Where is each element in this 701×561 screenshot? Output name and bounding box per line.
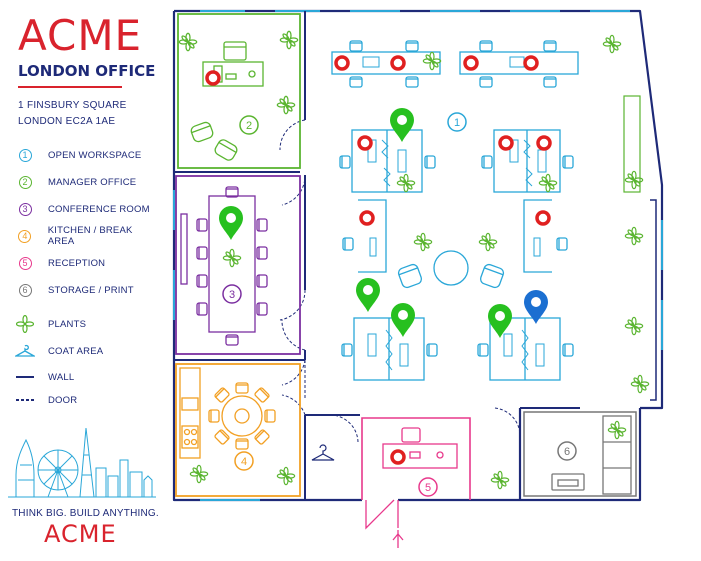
legend-label: COAT AREA bbox=[48, 345, 104, 357]
legend-item-reception[interactable]: 5 RECEPTION bbox=[14, 253, 105, 273]
coat-hanger-icon bbox=[14, 341, 36, 361]
london-skyline-illustration bbox=[8, 427, 156, 498]
desk-monitors bbox=[362, 56, 547, 371]
manager-office-room bbox=[177, 13, 301, 169]
available-pin[interactable] bbox=[488, 304, 512, 338]
kitchen-furniture bbox=[179, 367, 276, 459]
room-label-3: 3 bbox=[222, 284, 242, 304]
legend-label: WALL bbox=[48, 371, 75, 383]
manager-office-furniture bbox=[178, 30, 299, 161]
legend-item-open-workspace[interactable]: 1 OPEN WORKSPACE bbox=[14, 145, 141, 165]
room-number-badge: 1 bbox=[18, 148, 32, 162]
wall-line-icon bbox=[14, 367, 36, 387]
available-seat-pins bbox=[219, 108, 512, 338]
legend-item-manager-office[interactable]: 2 MANAGER OFFICE bbox=[14, 172, 136, 192]
outer-walls bbox=[172, 9, 664, 502]
room-label-5: 5 bbox=[418, 477, 438, 497]
conference-furniture bbox=[180, 186, 268, 346]
occupied-marker[interactable] bbox=[498, 135, 514, 151]
svg-text:1: 1 bbox=[454, 117, 460, 129]
legend-item-kitchen[interactable]: 4 KITCHEN / BREAK AREA bbox=[14, 225, 160, 247]
address-line-2: LONDON EC2A 1AE bbox=[18, 116, 116, 127]
occupied-seat-markers bbox=[205, 55, 552, 465]
available-pin[interactable] bbox=[356, 278, 380, 312]
door-dash-icon bbox=[14, 390, 36, 410]
reception-room bbox=[361, 417, 471, 500]
legend-item-wall: WALL bbox=[14, 367, 74, 387]
office-title: LONDON OFFICE bbox=[18, 62, 156, 80]
sidebar: ACME LONDON OFFICE 1 FINSBURY SQUARE LON… bbox=[0, 0, 160, 561]
title-divider bbox=[18, 86, 122, 88]
occupied-marker[interactable] bbox=[463, 55, 479, 71]
svg-text:2: 2 bbox=[246, 120, 252, 132]
legend-label: PLANTS bbox=[48, 318, 87, 330]
coat-hanger-icon bbox=[311, 444, 335, 461]
legend-label: OPEN WORKSPACE bbox=[48, 149, 142, 161]
kitchen-room bbox=[175, 363, 301, 497]
legend-label: KITCHEN / BREAK AREA bbox=[47, 225, 133, 247]
reception-furniture bbox=[365, 427, 458, 548]
selected-seat-pin[interactable] bbox=[524, 290, 548, 324]
legend-label: DOOR bbox=[48, 394, 78, 406]
occupied-marker[interactable] bbox=[535, 210, 551, 226]
door-swings bbox=[279, 119, 521, 443]
storage-furniture bbox=[551, 415, 632, 495]
brand-logo: ACME bbox=[18, 11, 143, 60]
legend-item-door: DOOR bbox=[14, 390, 77, 410]
occupied-marker[interactable] bbox=[334, 55, 350, 71]
workspace-plants bbox=[396, 34, 650, 394]
occupied-marker[interactable] bbox=[205, 70, 221, 86]
svg-text:6: 6 bbox=[564, 446, 570, 458]
occupied-marker[interactable] bbox=[390, 55, 406, 71]
footer-brand-logo: ACME bbox=[44, 520, 117, 548]
address-line-1: 1 FINSBURY SQUARE bbox=[18, 100, 127, 111]
room-number-badge: 3 bbox=[18, 202, 32, 216]
occupied-marker[interactable] bbox=[359, 210, 375, 226]
tagline: THINK BIG. BUILD ANYTHING. bbox=[12, 508, 159, 519]
room-number-badge: 4 bbox=[18, 229, 32, 243]
legend-label: CONFERENCE ROOM bbox=[48, 203, 150, 215]
room-label-4: 4 bbox=[234, 451, 254, 471]
svg-text:5: 5 bbox=[425, 482, 431, 494]
occupied-marker[interactable] bbox=[357, 135, 373, 151]
svg-text:4: 4 bbox=[241, 456, 247, 468]
room-label-2: 2 bbox=[239, 115, 259, 135]
svg-text:3: 3 bbox=[229, 289, 235, 301]
occupied-marker[interactable] bbox=[536, 135, 552, 151]
room-label-6: 6 bbox=[557, 441, 577, 461]
available-pin[interactable] bbox=[219, 206, 243, 240]
room-number-badge: 6 bbox=[18, 283, 32, 297]
storage-room bbox=[523, 411, 637, 497]
legend-item-coat-area: COAT AREA bbox=[14, 341, 103, 361]
legend-label: MANAGER OFFICE bbox=[48, 176, 137, 188]
open-workspace-furniture bbox=[331, 40, 579, 381]
room-label-1: 1 bbox=[447, 112, 467, 132]
occupied-marker[interactable] bbox=[390, 449, 406, 465]
available-pin[interactable] bbox=[390, 108, 414, 142]
plant-icon bbox=[14, 314, 36, 334]
occupied-marker[interactable] bbox=[523, 55, 539, 71]
legend-label: RECEPTION bbox=[48, 257, 106, 269]
room-number-badge: 2 bbox=[18, 175, 32, 189]
legend-item-conference-room[interactable]: 3 CONFERENCE ROOM bbox=[14, 199, 150, 219]
legend-item-plants: PLANTS bbox=[14, 314, 86, 334]
room-number-badge: 5 bbox=[18, 256, 32, 270]
windows bbox=[173, 10, 663, 501]
available-pin[interactable] bbox=[391, 303, 415, 337]
legend-label: STORAGE / PRINT bbox=[48, 284, 134, 296]
legend-item-storage[interactable]: 6 STORAGE / PRINT bbox=[14, 280, 134, 300]
interior-walls bbox=[174, 11, 580, 500]
conference-room bbox=[175, 175, 301, 355]
